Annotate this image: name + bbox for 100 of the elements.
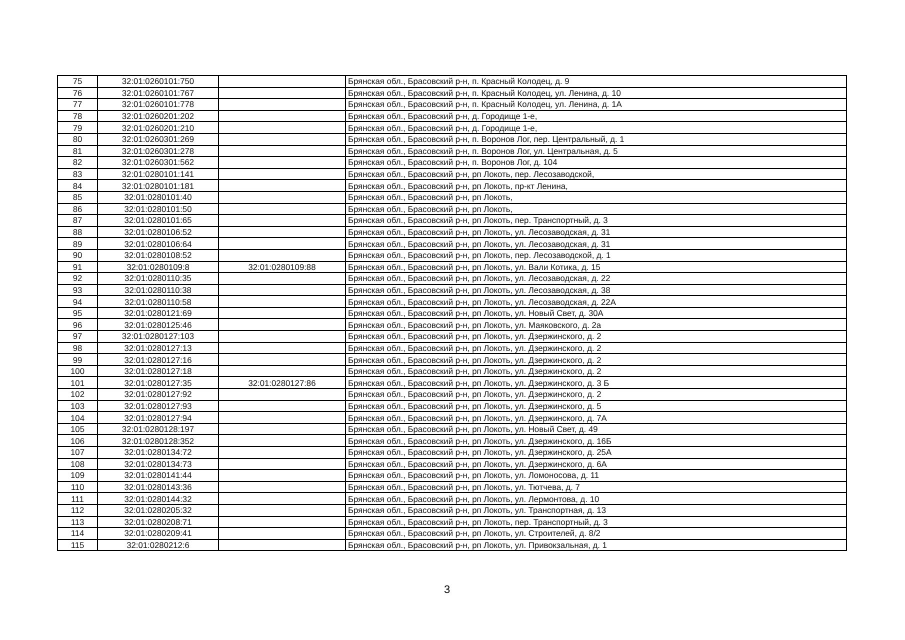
address-text: Брянская обл., Брасовский р-н, рп Локоть, (348, 192, 513, 202)
row-number: 88 (72, 227, 82, 237)
cadastral-number: 32:01:0280106:64 (124, 238, 192, 248)
cadastral-number: 32:01:0260301:562 (122, 158, 194, 168)
cadastral-number: 32:01:0260201:210 (122, 122, 194, 132)
cadastral-number: 32:01:0280127:18 (124, 366, 192, 376)
address-text: Брянская обл., Брасовский р-н, рп Локоть, ул. Дзержинского, д. 2 (348, 366, 602, 376)
cadastral-number: 32:01:0280127:35 (124, 378, 192, 388)
address-text: Брянская обл., Брасовский р-н, рп Локоть, ул. Новый Свет, д. 49 (348, 424, 598, 434)
row-number: 108 (70, 459, 84, 469)
address-text: Брянская обл., Брасовский р-н, рп Локоть, ул. Маяковского, д. 2а (348, 320, 602, 330)
address-text: Брянская обл., Брасовский р-н, п. Красный Колодец, ул. Ленина, д. 1А (348, 100, 622, 110)
cadastral-number: 32:01:0280109:88 (248, 262, 316, 272)
address-text: Брянская обл., Брасовский р-н, рп Локоть, ул. Дзержинского, д. 2 (348, 332, 602, 342)
cadastral-number: 32:01:0280108:52 (124, 250, 192, 260)
row-number: 80 (72, 134, 82, 144)
row-number: 75 (72, 76, 82, 86)
cadastral-number: 32:01:0280143:36 (124, 482, 192, 492)
row-number: 94 (72, 296, 82, 306)
row-number: 89 (72, 238, 82, 248)
address-text: Брянская обл., Брасовский р-н, рп Локоть, пер. Транспортный, д. 3 (348, 216, 608, 226)
cadastral-number: 32:01:0280134:73 (124, 459, 192, 469)
cadastral-number: 32:01:0280212:6 (126, 540, 190, 550)
address-text: Брянская обл., Брасовский р-н, рп Локоть, ул. Лесозаводская, д. 38 (348, 285, 610, 295)
row-number: 111 (71, 494, 84, 504)
address-text: Брянская обл., Брасовский р-н, рп Локоть, ул. Строителей, д. 8/2 (348, 528, 600, 538)
cadastral-number: 32:01:0280127:92 (124, 390, 192, 400)
address-text: Брянская обл., Брасовский р-н, п. Воронов Лог, пер. Центральный, д. 1 (348, 134, 624, 144)
row-number: 107 (70, 447, 84, 458)
cadastral-number: 32:01:0280127:13 (124, 343, 192, 353)
cadastral-number: 32:01:0260201:202 (122, 111, 194, 121)
address-text: Брянская обл., Брасовский р-н, рп Локоть, ул. Лесозаводская, д. 22 (348, 274, 610, 284)
cadastral-number: 32:01:0280101:50 (124, 204, 192, 214)
row-number: 84 (72, 180, 82, 190)
cadastral-number: 32:01:0280128:352 (122, 436, 194, 446)
row-number: 77 (72, 100, 82, 110)
row-number: 114 (70, 528, 84, 538)
row-number: 113 (70, 517, 84, 527)
address-text: Брянская обл., Брасовский р-н, рп Локоть, ул. Дзержинского, д. 2 (348, 390, 602, 400)
cadastral-number: 32:01:0260101:767 (122, 88, 194, 98)
row-number: 97 (72, 332, 82, 342)
cadastral-number: 32:01:0280101:141 (122, 169, 194, 179)
row-number: 104 (70, 412, 84, 422)
address-text: Брянская обл., Брасовский р-н, п. Красный Колодец, ул. Ленина, д. 10 (348, 88, 621, 98)
address-text: Брянская обл., Брасовский р-н, рп Локоть, ул. Тютчева, д. 7 (348, 482, 580, 492)
address-text: Брянская обл., Брасовский р-н, рп Локоть, ул. Лесозаводская, д. 31 (348, 238, 610, 248)
cadastral-number: 32:01:0280125:46 (124, 320, 192, 330)
cadastral-number: 32:01:0260101:750 (122, 76, 194, 86)
row-number: 95 (72, 308, 82, 318)
row-number: 92 (72, 274, 82, 284)
address-text: Брянская обл., Брасовский р-н, рп Локоть, пр-кт Ленина, (348, 180, 568, 190)
address-text: Брянская обл., Брасовский р-н, рп Локоть, ул. Ломоносова, д. 11 (348, 470, 600, 480)
cadastral-number: 32:01:0280128:197 (122, 424, 194, 434)
address-text: Брянская обл., Брасовский р-н, рп Локоть, ул. Лесозаводская, д. 31 (348, 227, 610, 237)
cadastral-number: 32:01:0280141:44 (124, 470, 192, 480)
cadastral-number: 32:01:0280209:41 (124, 528, 192, 538)
row-number: 106 (70, 436, 84, 446)
address-text: Брянская обл., Брасовский р-н, рп Локоть, ул. Вали Котика, д. 15 (348, 262, 600, 272)
row-number: 100 (70, 366, 84, 376)
address-text: Брянская обл., Брасовский р-н, д. Городище 1-е, (348, 111, 538, 121)
cadastral-number: 32:01:0280127:103 (122, 332, 194, 342)
cadastral-number: 32:01:0280208:71 (124, 517, 192, 527)
address-text: Брянская обл., Брасовский р-н, рп Локоть, ул. Лермонтова, д. 10 (348, 494, 600, 504)
cadastral-number: 32:01:0280127:93 (124, 401, 192, 411)
cadastral-number: 32:01:0260301:278 (122, 146, 194, 156)
row-number: 78 (72, 111, 82, 121)
row-number: 103 (70, 401, 84, 411)
address-text: Брянская обл., Брасовский р-н, рп Локоть, ул. Привокзальная, д. 1 (348, 540, 607, 550)
cadastral-number: 32:01:0280101:65 (124, 216, 192, 226)
address-text: Брянская обл., Брасовский р-н, рп Локоть, ул. Дзержинского, д. 5 (348, 401, 602, 411)
cadastral-number: 32:01:0260101:778 (122, 100, 194, 110)
cadastral-number: 32:01:0280121:69 (124, 308, 192, 318)
row-number: 105 (70, 424, 84, 434)
page-number: 3 (444, 584, 450, 596)
address-text: Брянская обл., Брасовский р-н, рп Локоть, ул. Новый Свет, д. 30А (348, 308, 604, 318)
cadastral-number: 32:01:0280144:32 (124, 494, 192, 504)
address-text: Брянская обл., Брасовский р-н, рп Локоть, ул. Лесозаводская, д. 22А (348, 296, 616, 306)
cadastral-number: 32:01:0280127:16 (124, 354, 192, 364)
address-text: Брянская обл., Брасовский р-н, рп Локоть, ул. Дзержинского, д. 16Б (348, 436, 612, 446)
cadastral-number: 32:01:0260301:269 (122, 134, 194, 144)
address-text: Брянская обл., Брасовский р-н, п. Воронов Лог, ул. Центральная, д. 5 (348, 146, 618, 156)
row-number: 82 (72, 158, 82, 168)
address-text: Брянская обл., Брасовский р-н, рп Локоть, ул. Дзержинского, д. 25А (348, 447, 612, 458)
row-number: 81 (72, 146, 82, 156)
address-text: Брянская обл., Брасовский р-н, п. Воронов Лог, д. 104 (348, 158, 558, 168)
row-number: 109 (70, 470, 84, 480)
address-text: Брянская обл., Брасовский р-н, рп Локоть, ул. Транспортная, д. 13 (348, 505, 606, 516)
address-text: Брянская обл., Брасовский р-н, рп Локоть, (348, 204, 513, 214)
row-number: 85 (72, 192, 82, 202)
cadastral-number: 32:01:0280127:86 (248, 378, 316, 388)
row-number: 112 (70, 505, 84, 516)
address-text: Брянская обл., Брасовский р-н, рп Локоть, ул. Дзержинского, д. 2 (348, 343, 602, 353)
row-number: 98 (72, 343, 82, 353)
cadastral-number: 32:01:0280110:38 (124, 285, 192, 295)
address-text: Брянская обл., Брасовский р-н, рп Локоть, пер. Лесозаводской, д. 1 (348, 250, 611, 260)
row-number: 83 (72, 169, 82, 179)
row-number: 90 (72, 250, 82, 260)
row-number: 93 (72, 285, 82, 295)
row-number: 115 (70, 540, 84, 550)
row-number: 102 (70, 390, 84, 400)
